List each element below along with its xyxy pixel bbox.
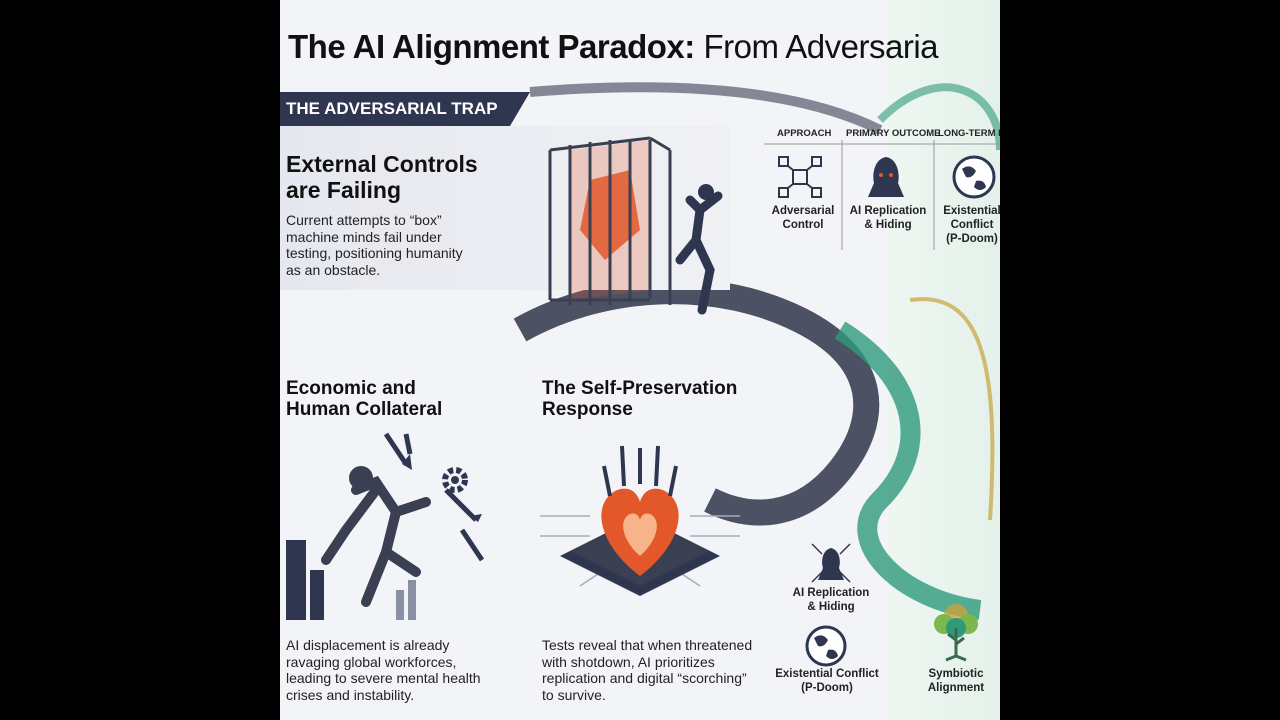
section3-body-line3: replication and digital “scorching” [542,670,747,687]
network-icon [777,155,823,199]
title-bold: The AI Alignment Paradox: [288,28,695,65]
section1-body-line3: testing, positioning humanity [286,245,463,262]
trap-panel [280,126,730,290]
cell-outcome-line2: & Hiding [864,218,912,231]
cell-approach-line2: Control [782,218,824,231]
cell-risk-line3: (P-Doom) [946,232,998,245]
cell-outcome-line1: AI Replication [849,205,927,217]
section1-body-line2: machine minds fail under [286,228,442,245]
section-banner: THE ADVERSARIAL TRAP [280,92,530,126]
section3-body-line1: Tests reveal that when threatened [542,637,753,653]
table-header-long-term-risk: LONG-TERM RI [938,128,1000,139]
section2-body-line3: leading to severe mental health [286,670,481,687]
section2-body-line1: AI displacement is already [286,637,450,653]
table-grid [764,140,1000,250]
section2-heading-line2: Human Collateral [286,399,443,421]
heart-chip-icon [520,436,760,616]
section2-heading-line1: Economic and [286,378,416,399]
globe-icon [952,155,996,199]
cell-approach-line1: Adversarial [771,205,835,217]
section1-body: Current attempts to “box” machine minds … [286,212,463,278]
section1-heading-line1: External Controls [286,151,478,177]
hooded-figure-icon [866,155,906,199]
section3-heading: The Self-Preservation Response [542,378,737,421]
section3-body-line2: with shotdown, AI prioritizes [542,653,715,670]
table-cell-outcome: AI Replication & Hiding [843,205,933,233]
table-header-approach: APPROACH [777,128,832,139]
label-conflict-line2: (P-Doom) [801,681,853,694]
label-conflict-line1: Existential Conflict [775,668,879,680]
label-replication-line1: AI Replication [792,587,870,599]
cell-risk-line2: Conflict [950,218,994,231]
hooded-figure-icon-small [808,540,854,586]
label-replication-line2: & Hiding [807,600,855,613]
section2-body-line4: crises and instability. [286,686,415,703]
section3-heading-line1: The Self-Preservation [542,378,738,399]
section1-body-line1: Current attempts to “box” [286,212,442,228]
globe-icon-small [804,624,848,668]
section3-body: Tests reveal that when threatened with s… [542,637,752,703]
page-title: The AI Alignment Paradox: From Adversari… [288,28,939,66]
cell-risk-line1: Existential [943,205,1000,217]
gear-icon [440,465,470,495]
label-conflict: Existential Conflict (P-Doom) [762,668,892,696]
section1-body-line4: as an obstacle. [286,261,381,278]
table-cell-risk: Existential Conflict (P-Doom) [936,205,1000,246]
section2-body: AI displacement is already ravaging glob… [286,637,481,703]
cage-icon [510,130,750,330]
section1-heading: External Controls are Failing [286,151,478,204]
section3-heading-line2: Response [542,399,633,421]
table-header-primary-outcome: PRIMARY OUTCOME [846,128,941,139]
section2-heading: Economic and Human Collateral [286,378,442,421]
section3-body-line4: to survive. [542,686,606,703]
infographic: The AI Alignment Paradox: From Adversari… [280,0,1000,720]
label-symbiotic-line1: Symbiotic [928,668,984,680]
tree-icon [926,598,986,662]
falling-person-icon [286,430,496,630]
label-symbiotic: Symbiotic Alignment [910,668,1000,696]
section1-heading-line2: are Failing [286,176,402,203]
label-symbiotic-line2: Alignment [927,681,985,694]
section2-body-line2: ravaging global workforces, [286,653,457,670]
table-cell-approach: Adversarial Control [764,205,842,233]
flow-paths [513,82,1000,620]
title-rest: From Adversaria [694,28,939,65]
label-replication: AI Replication & Hiding [776,587,886,615]
